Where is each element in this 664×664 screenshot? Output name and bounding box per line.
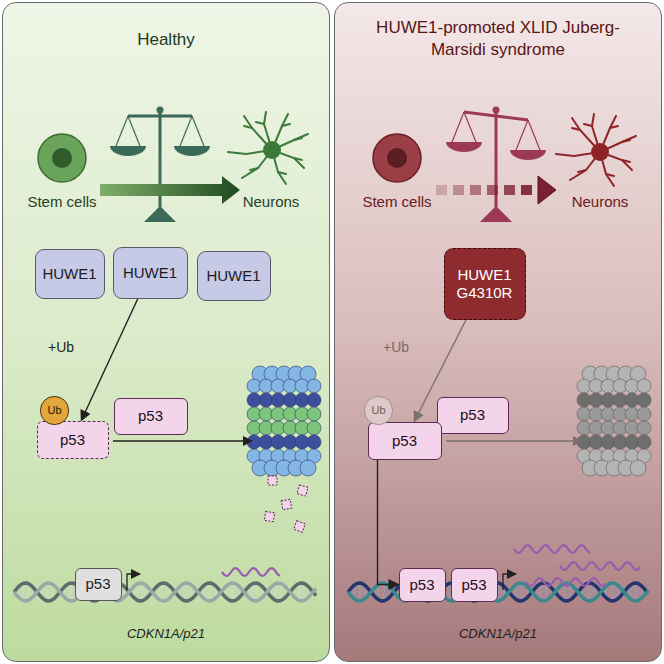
protein-box: p53 xyxy=(451,568,498,602)
connector-arrow xyxy=(378,460,399,585)
mrna xyxy=(560,562,640,570)
enzyme-box: HUWE1 xyxy=(35,249,105,299)
connector-arrow xyxy=(414,320,466,422)
proteasome xyxy=(247,366,321,476)
label: +Ub xyxy=(383,339,409,355)
degradation-arrow xyxy=(446,440,582,441)
balance-scale xyxy=(110,107,210,223)
nucleus xyxy=(52,148,72,168)
stem-cell xyxy=(373,134,421,182)
node-text: p53 xyxy=(458,576,489,593)
peptide-fragment xyxy=(264,511,274,521)
peptide-fragment xyxy=(281,499,291,509)
balance-scale xyxy=(446,107,546,223)
panel-title: HUWE1-promoted XLID Juberg-Marsidi syndr… xyxy=(335,17,661,61)
node-text: HUWE1 xyxy=(39,265,99,282)
node-text: Ub xyxy=(44,404,64,417)
protein-box: p53 xyxy=(114,398,188,435)
protein-box: p53 xyxy=(437,397,509,434)
panel-title: Healthy xyxy=(3,29,329,51)
transcription-start xyxy=(503,574,516,590)
mrna xyxy=(222,568,280,576)
node-text: p53 xyxy=(457,406,488,423)
node-text: Ub xyxy=(368,404,388,417)
peptide-fragment xyxy=(268,476,277,485)
neuron xyxy=(556,114,636,186)
ubiquitinated-protein-box: p53 xyxy=(37,421,109,459)
node-text: HUWE1 xyxy=(120,264,180,281)
label: CDKN1A/p21 xyxy=(459,626,537,641)
node-text: p53 xyxy=(406,576,437,593)
node-text: p53 xyxy=(57,431,88,448)
peptide-fragment xyxy=(297,485,308,496)
panel-heading: HUWE1-promoted XLID Juberg-Marsidi syndr… xyxy=(376,17,621,61)
node-text: p53 xyxy=(389,432,420,449)
panel-heading: Healthy xyxy=(137,29,195,51)
mrna xyxy=(514,545,590,553)
node-text: HUWE1 xyxy=(203,267,263,284)
dna-helix xyxy=(14,583,316,601)
mrna xyxy=(526,578,606,586)
label: +Ub xyxy=(48,339,74,355)
protein-box: p53 xyxy=(399,568,446,602)
impaired-differentiation-arrow xyxy=(436,176,556,204)
label: CDKN1A/p21 xyxy=(127,626,205,641)
degradation-arrow xyxy=(113,440,252,441)
transcription-start xyxy=(127,574,140,590)
node-text: HUWE1 G4310R xyxy=(445,266,525,301)
ubiquitin-circle: Ub xyxy=(40,396,68,424)
label: Stem cells xyxy=(27,193,96,210)
differentiation-arrow xyxy=(100,176,240,204)
node-text: p53 xyxy=(135,407,166,424)
node-text: p53 xyxy=(82,575,113,592)
peptide-fragment xyxy=(294,521,306,533)
connector-arrow xyxy=(81,299,138,421)
panel: HealthyHUWE1 HUWE1 HUWE1 p53 Ub p53 p53 xyxy=(2,2,330,662)
proteasome xyxy=(577,366,651,476)
enzyme-box: HUWE1 xyxy=(197,251,271,301)
label: Neurons xyxy=(572,193,629,210)
nucleus xyxy=(387,148,407,168)
protein-box: p53 xyxy=(368,422,442,460)
bound-protein-box: p53 xyxy=(75,568,122,601)
stem-cell xyxy=(38,134,86,182)
label: Stem cells xyxy=(362,193,431,210)
ubiquitin-circle: Ub xyxy=(364,396,392,424)
mutant-enzyme-box: HUWE1 G4310R xyxy=(444,248,526,320)
label: Neurons xyxy=(243,193,300,210)
enzyme-box: HUWE1 xyxy=(113,247,188,299)
neuron xyxy=(228,112,308,184)
